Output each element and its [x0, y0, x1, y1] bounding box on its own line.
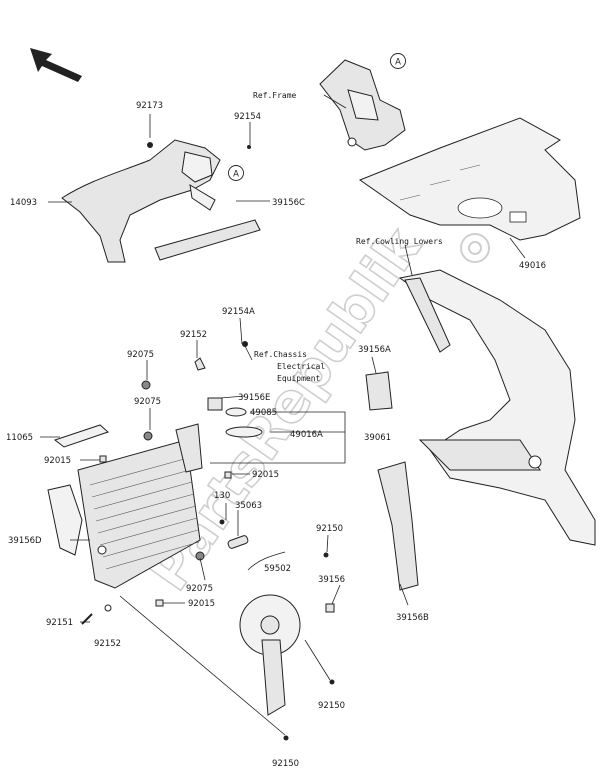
label-39061: 39061	[364, 433, 391, 443]
radiator[interactable]	[77, 423, 203, 589]
label-39156B: 39156B	[396, 613, 429, 623]
bolt-92150-top	[323, 552, 329, 558]
pad-39156	[325, 603, 335, 613]
strip-39156C[interactable]	[154, 219, 261, 261]
washer-49085	[225, 407, 247, 417]
direction-arrow-icon	[30, 48, 82, 82]
label-92152-bot: 92152	[94, 639, 121, 649]
pad-39156A[interactable]	[365, 371, 393, 411]
label-92150-top: 92150	[316, 524, 343, 534]
bolt-92150-mid-icon	[329, 679, 335, 685]
washer-92152-bot	[104, 604, 112, 612]
clip-92015-bot	[155, 599, 164, 607]
callout-a-top: A	[390, 53, 406, 69]
plate-11065[interactable]	[53, 424, 109, 448]
label-92152-top: 92152	[180, 330, 207, 340]
label-92151: 92151	[46, 618, 73, 628]
label-ref-frame: Ref.Frame	[253, 91, 297, 100]
sensor-35063	[227, 535, 249, 549]
grommet-92075-bot	[195, 551, 205, 561]
label-49085: 49085	[250, 408, 277, 418]
label-ref-chassis-1: Ref.Chassis	[254, 350, 307, 359]
label-ref-cowling: Ref.Cowling Lowers	[356, 237, 443, 246]
grommet-92075-top	[141, 380, 151, 390]
bracket-92152-top	[194, 357, 206, 371]
label-130: 130	[214, 491, 230, 501]
label-92075-top: 92075	[127, 350, 154, 360]
label-92015-bot: 92015	[188, 599, 215, 609]
label-11065: 11065	[6, 433, 33, 443]
label-39156A: 39156A	[358, 345, 391, 355]
label-39156: 39156	[318, 575, 345, 585]
label-59502: 59502	[264, 564, 291, 574]
label-92075-bot: 92075	[186, 584, 213, 594]
grommet-92075-mid	[143, 431, 153, 441]
label-92150-bot: 92150	[272, 759, 299, 769]
clip-39156E	[207, 397, 223, 411]
label-35063: 35063	[235, 501, 262, 511]
callout-a-mid: A	[228, 165, 244, 181]
svg-text:A: A	[233, 170, 239, 180]
bolt-92151	[81, 613, 93, 625]
watermark-gear-icon	[460, 233, 490, 263]
radiator-core	[89, 457, 200, 570]
svg-text:A: A	[395, 58, 401, 68]
label-49016: 49016	[519, 261, 546, 271]
label-92154A: 92154A	[222, 307, 255, 317]
label-92154: 92154	[234, 112, 261, 122]
bracket-14093[interactable]	[61, 139, 221, 263]
gasket-49016A	[225, 426, 263, 438]
label-39156E: 39156E	[238, 393, 270, 403]
bolt-92154	[247, 145, 251, 149]
bolt-92015-right	[224, 471, 232, 479]
bolt-92150-bot-icon	[283, 735, 289, 741]
cowling-lower[interactable]	[398, 269, 596, 546]
label-39156D: 39156D	[8, 536, 42, 546]
small-parts	[81, 145, 335, 625]
fan-assembly-59502[interactable]	[239, 551, 301, 716]
frame-bracket[interactable]	[319, 59, 406, 151]
label-ref-chassis-3: Equipment	[277, 374, 321, 383]
label-39156C: 39156C	[272, 198, 305, 208]
label-ref-chassis-2: Electrical	[277, 362, 325, 371]
label-14093: 14093	[10, 198, 37, 208]
label-92150-mid: 92150	[318, 701, 345, 711]
shroud-39156D[interactable]	[47, 484, 83, 556]
part-labels: Ref.Frame 92173 92154 14093 39156C Ref.C…	[6, 91, 546, 769]
bolt-92154A	[242, 341, 248, 347]
label-92173: 92173	[136, 101, 163, 111]
bolt-130	[219, 519, 225, 525]
bolt-92015-left	[99, 455, 107, 463]
label-92015-right: 92015	[252, 470, 279, 480]
label-92075-mid: 92075	[134, 397, 161, 407]
label-49016A: 49016A	[290, 430, 323, 440]
strip-39156B[interactable]	[377, 461, 419, 591]
leader-lines	[40, 94, 526, 736]
undertray-49016[interactable]	[358, 117, 581, 241]
label-92015-left: 92015	[44, 456, 71, 466]
